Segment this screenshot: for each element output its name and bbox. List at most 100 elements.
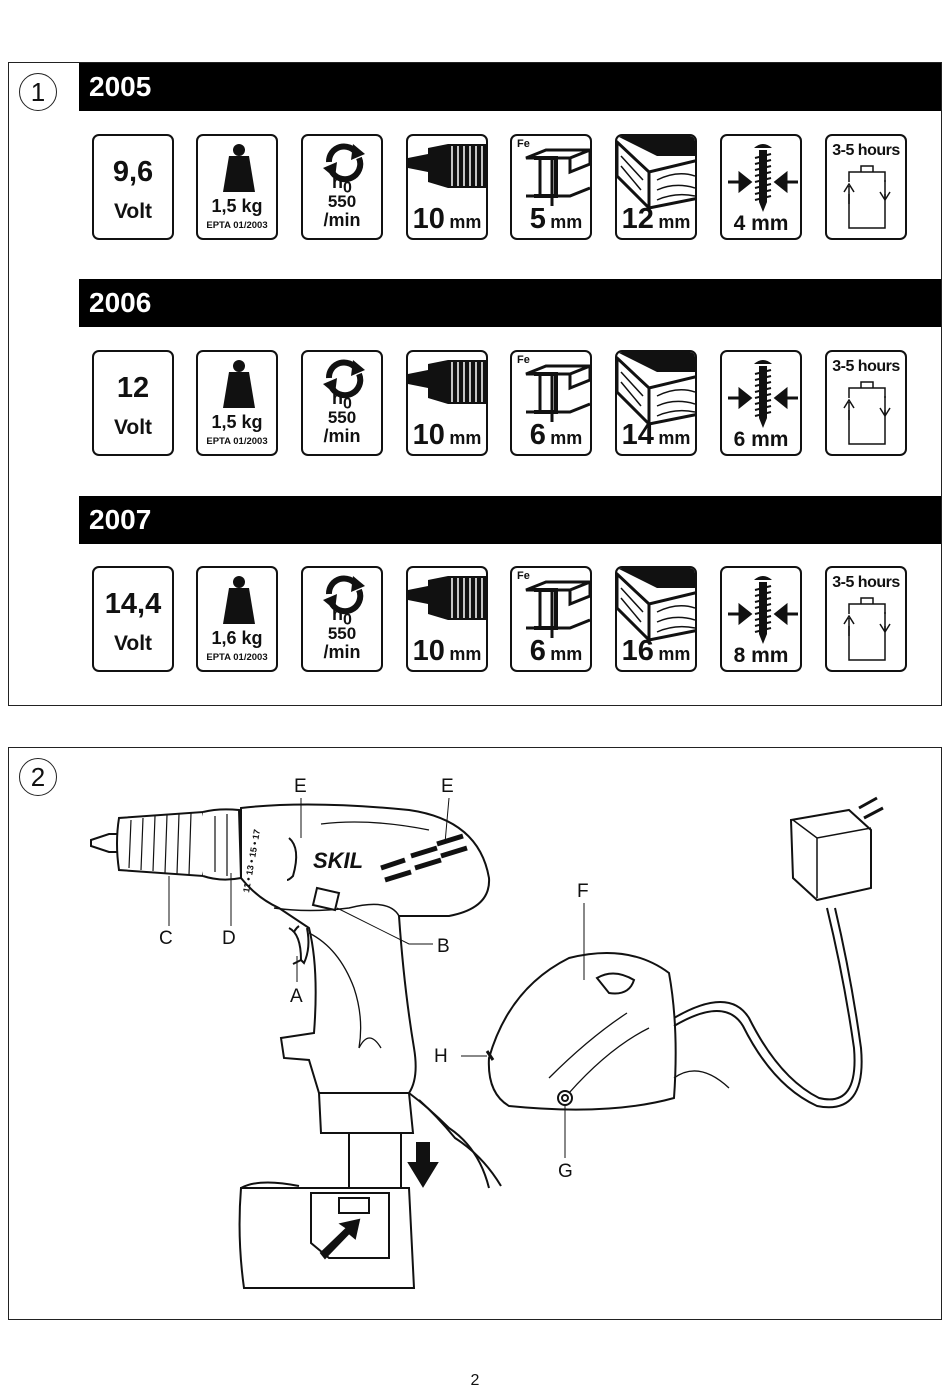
chuck-unit: mm bbox=[449, 428, 482, 448]
speed-subscript: 0 bbox=[343, 611, 352, 629]
wood-block-symbol bbox=[617, 352, 695, 426]
chuck-mm: 10 mm bbox=[408, 635, 486, 668]
model-header-2006: 2006 bbox=[79, 279, 941, 327]
drill-charger-illustration: SKIL 11 • 13 • 15 • 17 bbox=[90, 796, 884, 1289]
label-chuck: C bbox=[159, 928, 173, 949]
mains-adapter-drawing bbox=[789, 796, 884, 902]
chuck-symbol bbox=[408, 360, 486, 404]
chuck-capacity-icon: 10 mm bbox=[406, 134, 488, 240]
steel-beam-symbol bbox=[525, 580, 590, 638]
steel-value: 5 bbox=[529, 203, 546, 235]
steel-capacity-icon: Fe 6 mm bbox=[510, 350, 592, 456]
weight-value: 1,5 kg bbox=[211, 412, 263, 432]
screw-value: 4 mm bbox=[733, 212, 789, 235]
label-switch: B bbox=[437, 936, 450, 957]
label-charger: F bbox=[577, 881, 589, 902]
speed-unit: /min bbox=[323, 642, 361, 662]
weight-icon: 1,5 kg EPTA 01/2003 bbox=[196, 134, 278, 240]
wood-value: 14 bbox=[621, 419, 654, 451]
speed-n: n bbox=[332, 388, 344, 408]
chuck-capacity-icon: 10 mm bbox=[406, 350, 488, 456]
figure-number-2: 2 bbox=[19, 758, 57, 796]
battery-charge-symbol bbox=[843, 597, 891, 661]
wood-unit: mm bbox=[658, 428, 691, 448]
label-indicator: H bbox=[434, 1046, 448, 1067]
speed-symbol: n0 bbox=[303, 388, 381, 413]
chuck-drawing bbox=[90, 808, 243, 881]
speed-value: 550 bbox=[327, 408, 357, 427]
steel-fe-label: Fe bbox=[517, 570, 530, 582]
speed-symbol: n0 bbox=[303, 605, 381, 629]
chuck-mm: 10 mm bbox=[408, 419, 486, 452]
voltage-value: 12 bbox=[116, 372, 150, 404]
rotation-arrows-icon bbox=[323, 143, 365, 183]
figure-number-1: 1 bbox=[19, 73, 57, 111]
wood-mm: 16 mm bbox=[617, 635, 695, 668]
chuck-value: 10 bbox=[412, 203, 445, 235]
page-number: 2 bbox=[470, 1372, 480, 1389]
speed-unit: /min bbox=[323, 426, 361, 446]
voltage-unit: Volt bbox=[113, 200, 153, 223]
model-header-2007: 2007 bbox=[79, 496, 941, 544]
screw-symbol bbox=[728, 360, 798, 428]
steel-fe-label: Fe bbox=[517, 354, 530, 366]
label-torque-collar: D bbox=[222, 928, 236, 949]
steel-unit: mm bbox=[550, 428, 583, 448]
wood-capacity-icon: 14 mm bbox=[615, 350, 697, 456]
brand-logo: SKIL bbox=[313, 848, 363, 873]
chuck-unit: mm bbox=[449, 644, 482, 664]
steel-unit: mm bbox=[550, 212, 583, 232]
screw-symbol bbox=[728, 576, 798, 644]
charge-time-value: 3-5 hours bbox=[832, 142, 900, 159]
steel-value: 6 bbox=[529, 635, 546, 667]
wood-capacity-icon: 12 mm bbox=[615, 134, 697, 240]
chuck-unit: mm bbox=[449, 212, 482, 232]
chuck-symbol bbox=[408, 144, 486, 188]
wood-value: 16 bbox=[621, 635, 654, 667]
label-vents-1: E bbox=[294, 776, 307, 797]
speed-value: 550 bbox=[327, 624, 357, 643]
charge-time-value: 3-5 hours bbox=[832, 574, 900, 591]
voltage-value: 9,6 bbox=[112, 156, 154, 188]
model-header-2005: 2005 bbox=[79, 63, 941, 111]
weight-symbol bbox=[223, 144, 255, 192]
steel-beam-symbol bbox=[525, 364, 590, 422]
steel-value: 6 bbox=[529, 419, 546, 451]
wood-block-symbol bbox=[617, 136, 695, 210]
label-socket: G bbox=[558, 1161, 573, 1182]
wood-value: 12 bbox=[621, 203, 654, 235]
label-trigger: A bbox=[290, 986, 303, 1007]
figure-2-tool-overview: 2 SKIL 11 • 13 • 15 • 17 bbox=[8, 747, 942, 1320]
charge-time-icon: 3-5 hours bbox=[825, 350, 907, 456]
speed-value: 550 bbox=[327, 192, 357, 211]
weight-value: 1,5 kg bbox=[211, 196, 263, 216]
chuck-value: 10 bbox=[412, 635, 445, 667]
charge-time-icon: 3-5 hours bbox=[825, 566, 907, 672]
speed-n: n bbox=[332, 172, 344, 192]
steel-mm: 6 mm bbox=[522, 635, 590, 668]
charger-drawing bbox=[485, 907, 863, 1111]
charge-time-value: 3-5 hours bbox=[832, 358, 900, 375]
voltage-unit: Volt bbox=[113, 416, 153, 439]
wood-mm: 14 mm bbox=[617, 419, 695, 452]
speed-unit: /min bbox=[323, 210, 361, 230]
screw-capacity-icon: 8 mm bbox=[720, 566, 802, 672]
voltage-value: 14,4 bbox=[104, 588, 162, 620]
steel-mm: 6 mm bbox=[522, 419, 590, 452]
charge-time-icon: 3-5 hours bbox=[825, 134, 907, 240]
weight-standard: EPTA 01/2003 bbox=[206, 220, 268, 231]
wood-unit: mm bbox=[658, 212, 691, 232]
screw-capacity-icon: 4 mm bbox=[720, 134, 802, 240]
rotation-arrows-icon bbox=[323, 575, 365, 615]
wood-unit: mm bbox=[658, 644, 691, 664]
screw-capacity-icon: 6 mm bbox=[720, 350, 802, 456]
speed-symbol: n0 bbox=[303, 172, 381, 197]
wood-block-symbol bbox=[617, 568, 695, 642]
